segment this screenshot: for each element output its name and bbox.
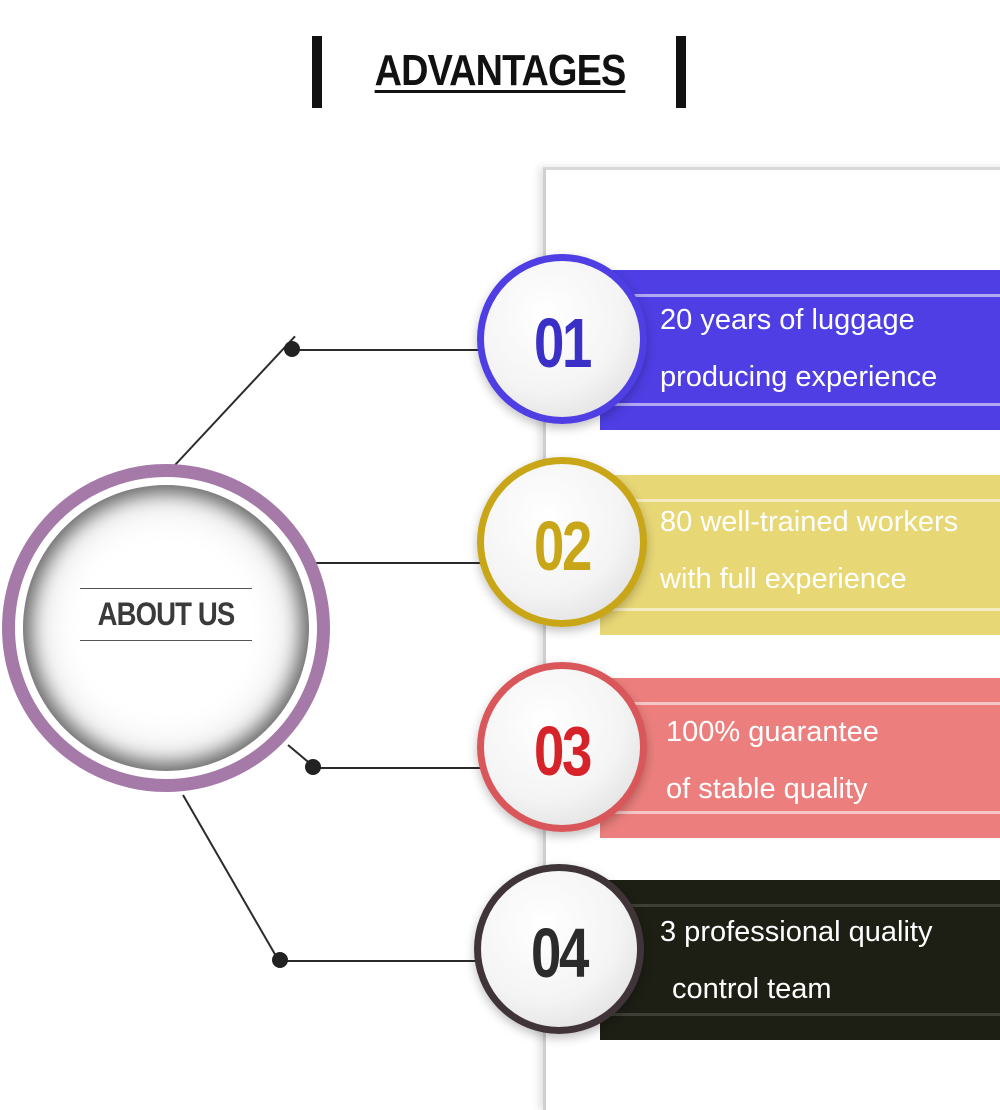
item-line2: producing experience	[660, 361, 938, 393]
connector-line	[182, 794, 281, 963]
page-title: ADVANTAGES	[374, 46, 627, 95]
connector-line	[280, 960, 480, 962]
item-line1: 3 professional quality	[660, 916, 933, 948]
item-text-01: 20 years of luggage producing experience	[660, 292, 937, 406]
item-line2: control team	[672, 973, 832, 1005]
about-us-label: ABOUT US	[97, 596, 236, 632]
item-text-02: 80 well-trained workers with full experi…	[660, 494, 958, 608]
item-number: 01	[533, 304, 592, 382]
item-band-03	[600, 678, 1000, 838]
item-number: 03	[533, 712, 592, 790]
item-band-01	[600, 270, 1000, 430]
item-circle-02: 02	[477, 457, 647, 627]
title-bar-right	[676, 36, 686, 108]
item-number: 04	[530, 914, 589, 992]
item-line1: 20 years of luggage	[660, 304, 915, 336]
item-text-03: 100% guarantee of stable quality	[666, 704, 879, 818]
item-band-02	[600, 475, 1000, 635]
title-bar-left	[312, 36, 322, 108]
item-circle-04: 04	[474, 864, 644, 1034]
item-circle-01: 01	[477, 254, 647, 424]
item-number: 02	[533, 507, 592, 585]
item-line1: 100% guarantee	[666, 716, 879, 748]
connector-line	[310, 562, 482, 564]
item-band-04	[600, 880, 1000, 1040]
item-circle-03: 03	[477, 662, 647, 832]
connector-dot	[305, 759, 321, 775]
connector-line	[312, 767, 482, 769]
about-rule-top	[80, 588, 252, 589]
item-line2: with full experience	[660, 563, 907, 595]
connector-dot	[272, 952, 288, 968]
about-rule-bottom	[80, 640, 252, 641]
item-line2: of stable quality	[666, 773, 868, 805]
item-line1: 80 well-trained workers	[660, 506, 959, 538]
connector-dot	[284, 341, 300, 357]
connector-line	[292, 349, 482, 351]
item-text-04: 3 professional quality control team	[660, 904, 932, 1018]
connector-line	[174, 335, 296, 466]
